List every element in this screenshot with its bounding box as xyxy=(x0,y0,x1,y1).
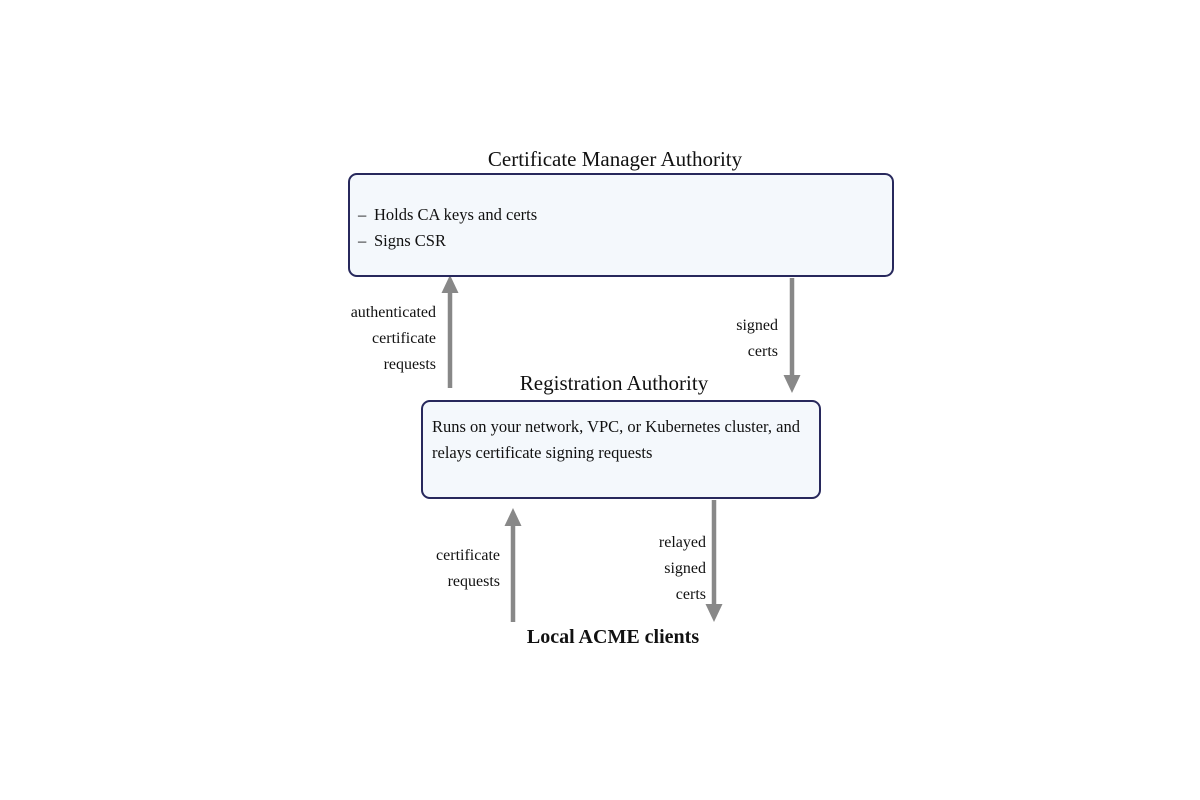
edge-label-line: certs xyxy=(747,343,778,360)
dash-icon: – xyxy=(358,205,367,224)
certificate-manager-authority-title: Certificate Manager Authority xyxy=(487,147,743,171)
registration-authority-title: Registration Authority xyxy=(519,371,709,395)
ca-bullet-label: Signs CSR xyxy=(374,231,446,250)
local-acme-clients-label: Local ACME clients xyxy=(526,626,700,648)
edge-label-line: requests xyxy=(447,573,500,590)
dash-icon: – xyxy=(358,231,367,250)
arrow-ra-to-clients xyxy=(705,500,723,622)
edge-label-line: signed xyxy=(736,317,778,334)
edge-label-line: requests xyxy=(383,356,436,373)
edge-label-line: certificate xyxy=(372,330,436,347)
edge-label-line: certificate xyxy=(436,547,500,564)
edge-label-clients-to-ra: certificate requests xyxy=(302,543,500,595)
registration-authority-body: Runs on your network, VPC, or Kubernetes… xyxy=(432,417,800,462)
ca-bullet-list: – Holds CA keys and certs – Signs CSR xyxy=(358,202,537,254)
edge-label-line: authenticated xyxy=(350,304,436,321)
edge-label-ca-to-ra: signed certs xyxy=(578,313,778,365)
registration-authority-box: Runs on your network, VPC, or Kubernetes… xyxy=(421,400,821,499)
edge-label-ra-to-clients: relayed signed certs xyxy=(506,530,706,608)
edge-label-ra-to-ca: authenticated certificate requests xyxy=(236,300,436,378)
ca-bullet-label: Holds CA keys and certs xyxy=(374,205,538,224)
arrow-ra-to-ca xyxy=(441,275,459,388)
edge-label-line: certs xyxy=(675,586,706,603)
ca-bullet-item: – Holds CA keys and certs xyxy=(358,202,537,228)
edge-label-line: signed xyxy=(664,560,706,577)
edge-label-line: relayed xyxy=(658,534,706,551)
certificate-manager-authority-box: – Holds CA keys and certs – Signs CSR xyxy=(348,173,894,277)
ca-bullet-item: – Signs CSR xyxy=(358,228,537,254)
